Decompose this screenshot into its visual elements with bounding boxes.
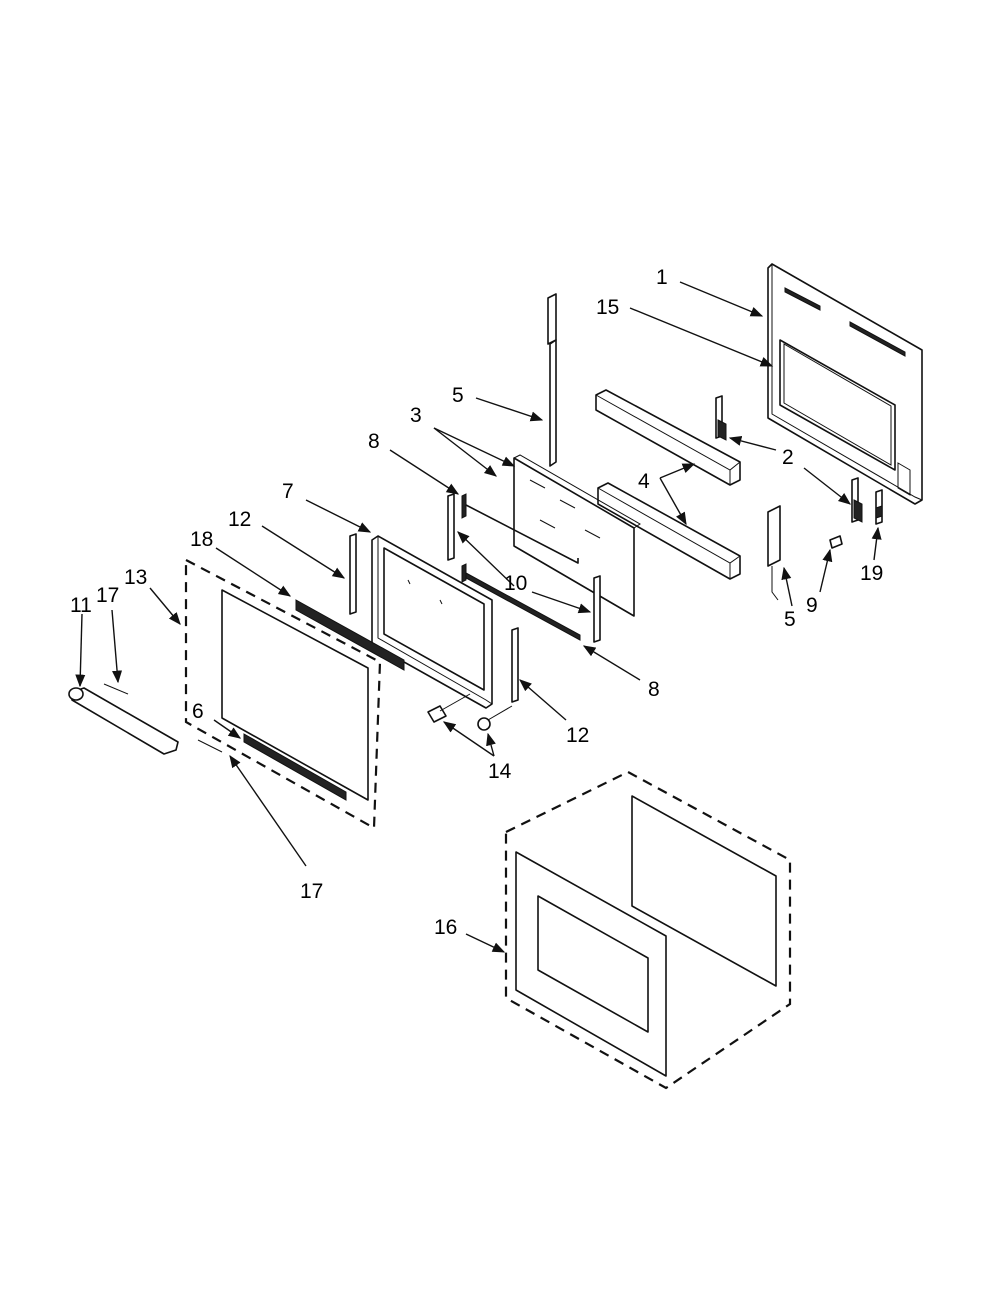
side-trim-left (349, 533, 357, 615)
screw-9 (829, 535, 843, 549)
inner-door-frame (371, 535, 493, 709)
callout-10: 10 (504, 572, 527, 595)
callout-1: 1 (656, 266, 668, 289)
callout-15: 15 (596, 296, 619, 319)
outer-door-panel (767, 263, 923, 505)
callout-17-upper: 17 (96, 584, 119, 607)
hinge-lower (851, 477, 863, 523)
callout-labels: 1 15 5 3 4 2 8 7 12 18 13 17 11 10 5 9 1… (70, 266, 883, 939)
callout-18: 18 (190, 528, 213, 551)
door-assembly-outline (184, 558, 382, 830)
callout-12-right: 12 (566, 724, 589, 747)
door-handle (68, 687, 179, 755)
door-trim-upper (595, 389, 741, 486)
callout-9: 9 (806, 594, 818, 617)
lower-trim-6 (243, 733, 347, 801)
callout-6: 6 (192, 700, 204, 723)
hinge-upper (715, 395, 727, 441)
screws-14 (427, 693, 513, 731)
callout-16: 16 (434, 916, 457, 939)
leader-lines (75, 281, 882, 953)
callout-3: 3 (410, 404, 422, 427)
door-assembly-16 (504, 770, 792, 1090)
callout-4: 4 (638, 470, 650, 493)
callout-14: 14 (488, 760, 512, 783)
door-support-lower (767, 505, 781, 601)
callout-8-upper: 8 (368, 430, 380, 453)
glass-pack-support-lower (461, 563, 581, 641)
callout-8-lower: 8 (648, 678, 660, 701)
vent-18 (295, 599, 405, 671)
handle-screw-upper (103, 683, 129, 695)
callout-13: 13 (124, 566, 147, 589)
callout-11: 11 (70, 594, 92, 617)
callout-19: 19 (860, 562, 883, 585)
glass-pack-support-upper (461, 493, 579, 564)
side-trim-right (511, 627, 519, 703)
hinge-part-19 (875, 489, 883, 525)
callout-2: 2 (782, 446, 794, 469)
glass-pane (513, 454, 641, 617)
handle-screw-lower (197, 739, 223, 753)
callout-7: 7 (282, 480, 294, 503)
callout-5-lower: 5 (784, 608, 796, 631)
callout-17-lower: 17 (300, 880, 323, 903)
callout-12-left: 12 (228, 508, 251, 531)
spacer-left (447, 493, 455, 561)
spacer-right (593, 575, 601, 643)
door-support-upper (547, 293, 557, 467)
door-trim-lower (597, 482, 741, 580)
callout-5-upper: 5 (452, 384, 464, 407)
